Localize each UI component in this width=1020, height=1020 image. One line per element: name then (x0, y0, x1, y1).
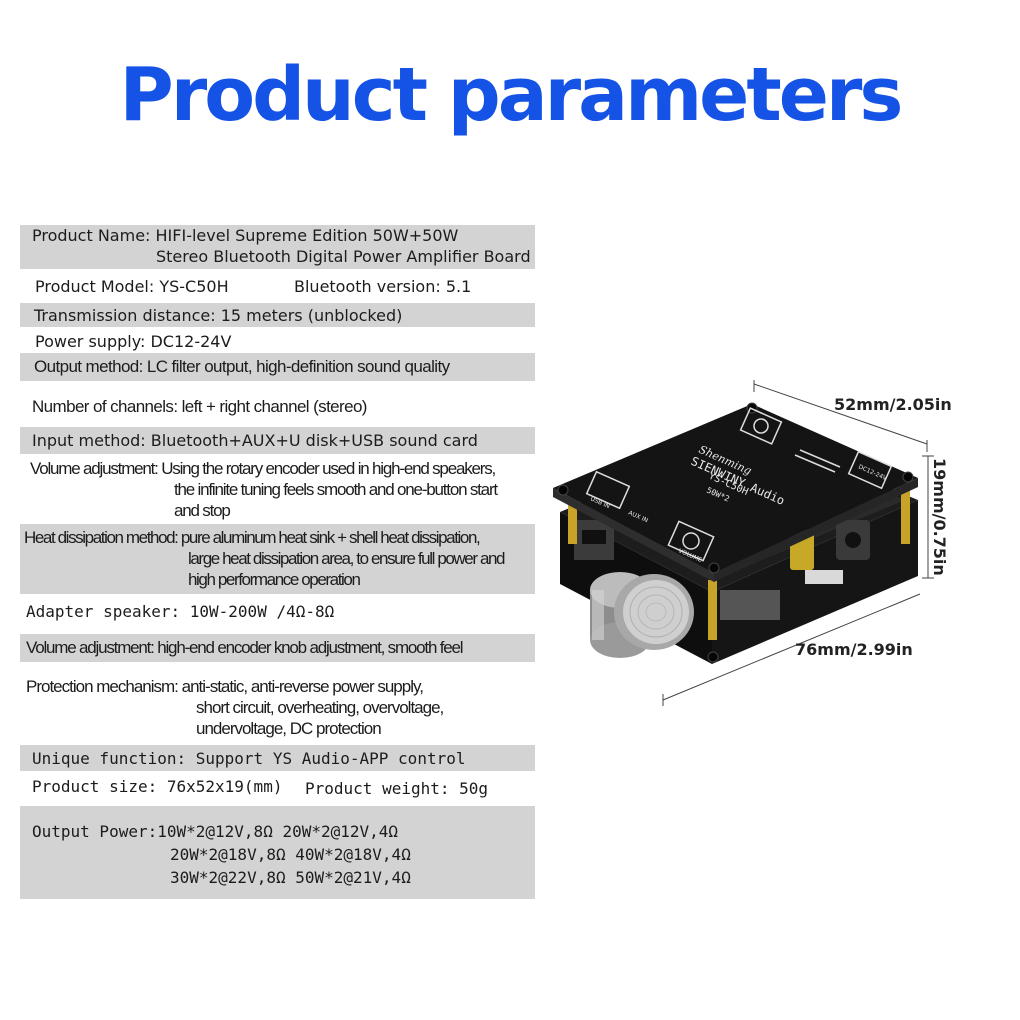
param-distance-text: Transmission distance: 15 meters (unbloc… (34, 306, 403, 325)
param-power-supply-text: Power supply: DC12-24V (35, 332, 232, 351)
param-heat-line3: high performance operation (188, 570, 361, 589)
param-heat-line2: large heat dissipation area, to ensure f… (188, 549, 506, 568)
usb-slot (582, 530, 606, 544)
dimension-height-label: 19mm/0.75in (930, 458, 949, 576)
param-product-name-line2: Stereo Bluetooth Digital Power Amplifier… (156, 247, 531, 266)
param-output-power: Output Power:10W*2@12V,8Ω 20W*2@12V,4Ω 2… (20, 806, 535, 899)
chip-label (805, 570, 843, 584)
param-unique-text: Unique function: Support YS Audio-APP co… (32, 749, 466, 768)
top-plate (553, 404, 918, 573)
param-output-method: Output method: LC filter output, high-de… (20, 353, 535, 381)
param-heat-line1: Heat dissipation method: pure aluminum h… (24, 528, 481, 547)
param-protection: Protection mechanism: anti-static, anti-… (20, 676, 535, 740)
dimension-length-label: 76mm/2.99in (795, 640, 913, 659)
top-plate-edge (553, 488, 714, 582)
param-volume-adjustment: Volume adjustment: Using the rotary enco… (20, 458, 535, 520)
param-heat-dissipation: Heat dissipation method: pure aluminum h… (20, 524, 535, 594)
param-product-name: Product Name: HIFI-level Supreme Edition… (20, 225, 535, 269)
param-channels: Number of channels: left + right channel… (20, 396, 535, 418)
param-protection-line3: undervoltage, DC protection (196, 719, 382, 738)
param-output-method-text: Output method: LC filter output, high-de… (34, 357, 450, 376)
param-bluetooth: Bluetooth version: 5.1 (294, 277, 472, 296)
param-adapter-speaker: Adapter speaker: 10W-200W /4Ω-8Ω (20, 601, 535, 623)
param-input-method-text: Input method: Bluetooth+AUX+U disk+USB s… (32, 431, 478, 450)
param-output-line1: Output Power:10W*2@12V,8Ω 20W*2@12V,4Ω (32, 822, 399, 841)
param-power-supply: Power supply: DC12-24V (20, 331, 535, 353)
product-image: Shenming SIENWINY Audio YS-C50H 50W*2 AU… (553, 380, 934, 706)
pcb-connector (720, 590, 780, 620)
param-volume-knob: Volume adjustment: high-end encoder knob… (20, 634, 535, 662)
param-volume-line1: Volume adjustment: Using the rotary enco… (30, 459, 496, 478)
param-model: Product Model: YS-C50H (35, 277, 229, 296)
dimension-lines (662, 380, 934, 706)
param-weight: Product weight: 50g (305, 779, 489, 798)
param-protection-line1: Protection mechanism: anti-static, anti-… (26, 677, 424, 696)
gold-standoffs (568, 484, 910, 640)
param-product-name-line1: Product Name: HIFI-level Supreme Edition… (32, 226, 459, 245)
volume-knob (590, 572, 694, 658)
param-adapter-text: Adapter speaker: 10W-200W /4Ω-8Ω (26, 602, 335, 621)
param-size: Product size: 76x52x19(mm) (32, 777, 283, 796)
audio-jack-hole (845, 532, 861, 548)
param-model-row: Product Model: YS-C50H Bluetooth version… (20, 276, 535, 298)
top-plate-edge-right (714, 478, 918, 582)
param-input-method: Input method: Bluetooth+AUX+U disk+USB s… (20, 427, 535, 454)
param-channels-text: Number of channels: left + right channel… (32, 397, 367, 416)
param-volume-knob-text: Volume adjustment: high-end encoder knob… (26, 638, 464, 657)
param-volume-line2: the infinite tuning feels smooth and one… (174, 480, 498, 499)
param-distance: Transmission distance: 15 meters (unbloc… (20, 303, 535, 327)
param-volume-line3: and stop (174, 501, 231, 520)
param-output-line2: 20W*2@18V,8Ω 40W*2@18V,4Ω (170, 845, 411, 864)
plate-icons (585, 407, 893, 562)
param-unique-function: Unique function: Support YS Audio-APP co… (20, 745, 535, 771)
param-protection-line2: short circuit, overheating, overvoltage, (196, 698, 444, 717)
dimension-width-label: 52mm/2.05in (834, 395, 952, 414)
param-size-weight-row: Product size: 76x52x19(mm) Product weigh… (20, 776, 535, 800)
page-title: Product parameters (119, 52, 904, 138)
param-output-line3: 30W*2@22V,8Ω 50W*2@21V,4Ω (170, 868, 411, 887)
